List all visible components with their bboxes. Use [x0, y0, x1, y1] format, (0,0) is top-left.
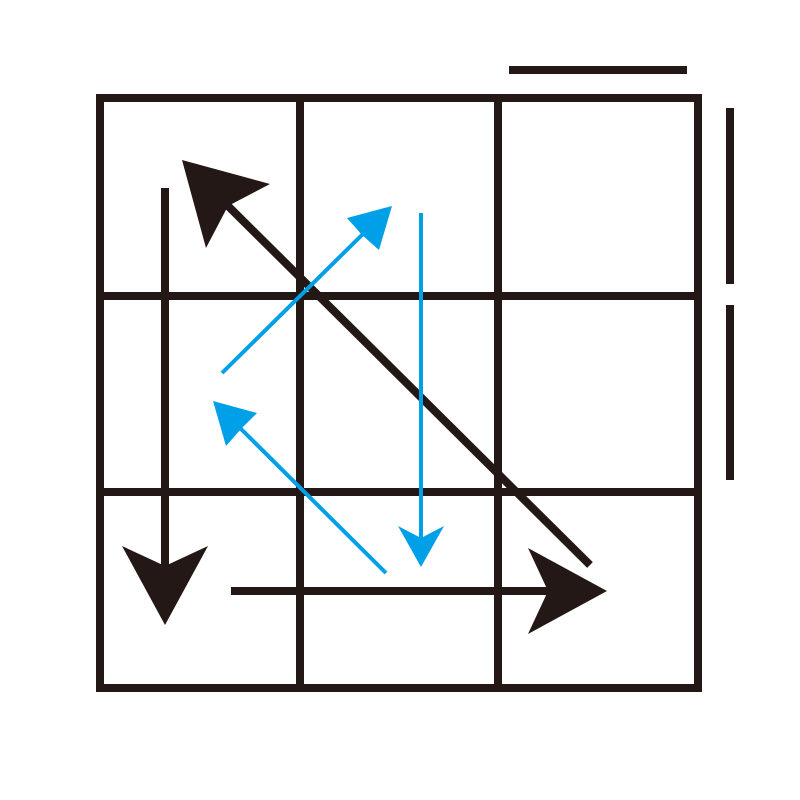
arrow-down-left-column: [122, 188, 208, 625]
arrow-right-bottom-row: [231, 548, 607, 634]
arrow-diagonal-up-right: [220, 206, 392, 375]
arrow-diagonal-up-left: [213, 401, 388, 575]
arrow-diagonal-to-top-left: [182, 160, 593, 568]
arrow-down-middle: [398, 213, 444, 567]
grid-outline: [96, 94, 702, 692]
